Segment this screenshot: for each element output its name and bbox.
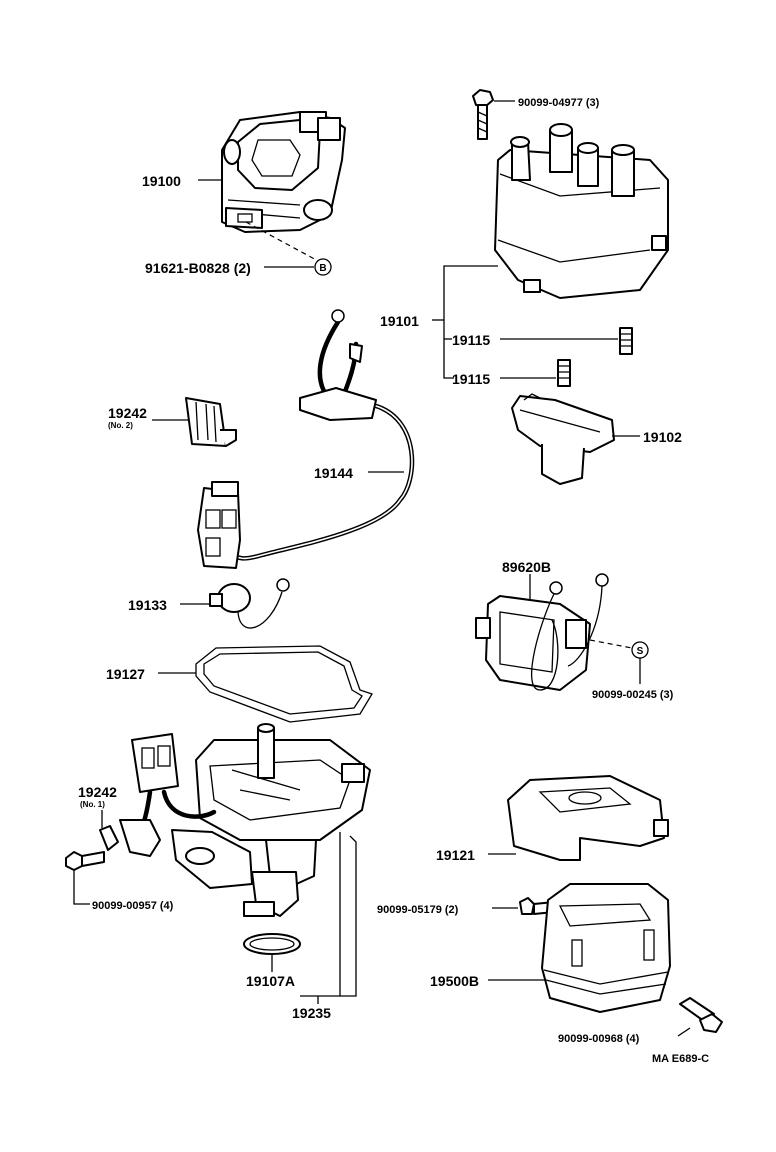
spring-19115-a-drawing [619, 327, 633, 355]
screw-90099-04977-drawing [472, 89, 494, 140]
label-90099-04977: 90099-04977 (3) [518, 97, 600, 109]
label-19242-no2: 19242 [108, 405, 147, 421]
label-19107a: 19107A [246, 973, 295, 989]
label-19115-a: 19115 [452, 332, 490, 348]
gasket-outer [195, 645, 373, 723]
label-19115-b: 19115 [452, 371, 490, 387]
leader-90099-00957 [73, 870, 90, 905]
oring-19107a-inner [249, 937, 295, 951]
screw-90099-00957-drawing [65, 851, 105, 871]
spring-19115-b-drawing [557, 359, 571, 387]
leader-90099-00968 [677, 1027, 691, 1037]
label-19102: 19102 [643, 429, 682, 445]
label-19121: 19121 [436, 847, 475, 863]
label-19242-no1: 19242 [78, 784, 117, 800]
lower-connector-drawing [119, 733, 217, 857]
distributor-cap-drawing [494, 123, 669, 299]
label-90099-00245: 90099-00245 (3) [592, 689, 674, 701]
igniter-drawing [475, 573, 609, 691]
clamp-no1-drawing [99, 825, 119, 851]
rotor-drawing [511, 393, 615, 485]
oring-19107a-drawing [243, 933, 301, 955]
label-19127: 19127 [106, 666, 145, 682]
label-90099-00957: 90099-00957 (4) [92, 900, 174, 912]
bracket-19235-b [340, 835, 357, 997]
label-90099-05179: 90099-05179 (2) [377, 904, 459, 916]
label-19242-no1-sub: (No. 1) [80, 800, 105, 809]
clamp-no2-drawing [185, 397, 237, 447]
label-90099-00968: 90099-00968 (4) [558, 1033, 640, 1045]
distributor-housing-drawing [171, 723, 371, 917]
igniter-cover-drawing [507, 775, 669, 861]
label-19144: 19144 [314, 465, 353, 481]
wire-harness-drawing [197, 309, 415, 569]
screw-90099-00968-drawing [679, 997, 723, 1033]
condenser-drawing [209, 578, 290, 629]
marker-b-circle [314, 258, 332, 276]
label-91621-b0828: 91621-B0828 (2) [145, 260, 251, 276]
case-19500b-drawing [541, 883, 671, 1013]
marker-s-letter: S [637, 646, 644, 657]
label-19133: 19133 [128, 597, 167, 613]
diagram-code: MA E689-C [652, 1053, 709, 1065]
dashed-guide-s [589, 639, 633, 649]
label-19242-no2-sub: (No. 2) [108, 421, 133, 430]
gasket-inner [203, 651, 363, 715]
marker-b-letter: B [319, 263, 326, 274]
label-89620b: 89620B [502, 559, 551, 575]
label-19500b: 19500B [430, 973, 479, 989]
bracket-19101 [443, 265, 498, 379]
label-19101: 19101 [380, 313, 419, 329]
label-19100: 19100 [142, 173, 181, 189]
distributor-assembly-drawing [221, 111, 346, 233]
label-19235: 19235 [292, 1005, 331, 1021]
